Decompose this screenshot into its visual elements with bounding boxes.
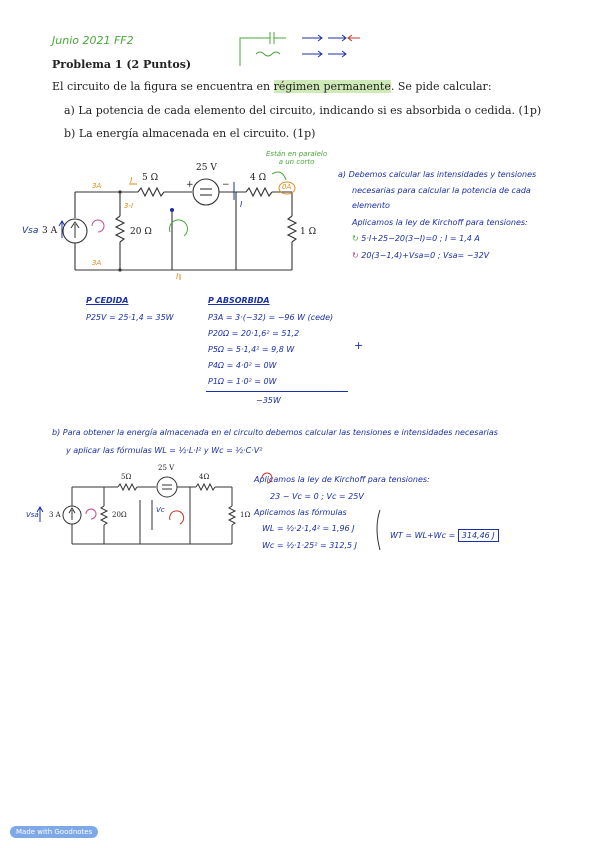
sol-b-wl: WL = ½·2·1,4² = 1,96 J bbox=[262, 524, 355, 533]
sol-a-line-2: necesarias para calcular la potencia de … bbox=[352, 186, 531, 195]
c1-3a-top: 3A bbox=[92, 182, 102, 190]
c1-3a-bot: 3A bbox=[92, 259, 102, 267]
p-absorbida-3: P5Ω = 5·1,4² = 9,8 W bbox=[208, 345, 295, 354]
c1-r5-label: 5 Ω bbox=[142, 173, 159, 183]
c1-vsa-label: Vsa bbox=[22, 226, 39, 236]
c1-plus: + bbox=[186, 180, 194, 190]
c2-r20-label: 20Ω bbox=[112, 511, 127, 519]
sketch-symbols bbox=[239, 32, 360, 66]
problem-intro: El circuito de la figura se encuentra en… bbox=[52, 80, 492, 93]
p-absorbida-2: P20Ω = 20·1,6² = 51,2 bbox=[208, 329, 300, 338]
sol-a-line-1: a) Debemos calcular las intensidades y t… bbox=[338, 170, 537, 179]
c1-zero-a: 0A bbox=[282, 183, 292, 191]
sol-b-line-2: y aplicar las fórmulas WL = ½·L·I² y Wc … bbox=[66, 446, 263, 455]
c1-i-bottom: I bbox=[176, 272, 179, 281]
sol-b-vc-eq: 23 − Vc = 0 ; Vc = 25V bbox=[270, 492, 364, 501]
c1-r20-label: 20 Ω bbox=[130, 227, 152, 237]
problem-item-a: a) La potencia de cada elemento del circ… bbox=[64, 104, 542, 117]
p-cedida-title: P CEDIDA bbox=[86, 296, 129, 305]
c1-v25-label: 25 V bbox=[196, 163, 217, 173]
sol-b-wt: WT = WL+Wc = 314,46 J bbox=[390, 529, 499, 542]
c1-r1-label: 1 Ω bbox=[300, 227, 317, 237]
problem-item-b: b) La energía almacenada en el circuito.… bbox=[64, 127, 316, 140]
p-cedida-1: P25V = 25·1,4 = 35W bbox=[86, 313, 174, 322]
c1-parallel-note: Están en paralelo a un corto bbox=[266, 150, 328, 166]
sol-a-line-3: elemento bbox=[352, 201, 390, 210]
c2-src-label: 3 A bbox=[49, 511, 61, 519]
p-total: −35W bbox=[256, 396, 281, 405]
c1-i-right: I bbox=[240, 200, 243, 209]
p-absorbida-4: P4Ω = 4·0² = 0W bbox=[208, 361, 277, 370]
c1-3-minus-i: 3-I bbox=[124, 202, 134, 210]
p-absorbida-1: P3A = 3·(−32) = −96 W (cede) bbox=[208, 313, 334, 322]
c2-r5-label: 5Ω bbox=[121, 473, 132, 481]
sol-a-line-4: Aplicamos la ley de Kirchoff para tensio… bbox=[352, 218, 528, 227]
p-sum-line bbox=[206, 391, 348, 392]
p-absorbida-5: P1Ω = 1·0² = 0W bbox=[208, 377, 277, 386]
c1-i-top: I bbox=[130, 176, 133, 185]
sol-b-formulas: Aplicamos las fórmulas bbox=[254, 508, 347, 517]
c1-minus: − bbox=[222, 180, 230, 190]
date-note: Junio 2021 FF2 bbox=[52, 34, 134, 47]
sol-b-wc: Wc = ½·1·25² = 312,5 J bbox=[262, 541, 358, 550]
sol-b-line-1: b) Para obtener la energía almacenada en… bbox=[52, 428, 498, 437]
c2-r1-label: 1Ω bbox=[240, 511, 251, 519]
c1-src-label: 3 A bbox=[42, 226, 58, 236]
c2-vsa-label: Vsa bbox=[26, 511, 39, 519]
p-absorbida-title: P ABSORBIDA bbox=[208, 296, 270, 305]
p-plus-sign: + bbox=[354, 339, 364, 352]
c2-v25-label: 25 V bbox=[158, 464, 175, 472]
sol-a-line-5: ↻ 5·I+25−20(3−I)=0 ; I = 1,4 A bbox=[352, 234, 480, 243]
sol-a-line-6: ↻ 20(3−1,4)+Vsa=0 ; Vsa= −32V bbox=[352, 251, 490, 260]
goodnotes-badge: Made with Goodnotes bbox=[10, 826, 99, 838]
sol-b-kirchoff: Aplicamos la ley de Kirchoff para tensio… bbox=[254, 475, 430, 484]
c1-r4-label: 4 Ω bbox=[250, 173, 267, 183]
problem-title: Problema 1 (2 Puntos) bbox=[52, 58, 192, 71]
c2-r4-label: 4Ω bbox=[199, 473, 210, 481]
c2-vc-label: Vc bbox=[156, 506, 165, 514]
